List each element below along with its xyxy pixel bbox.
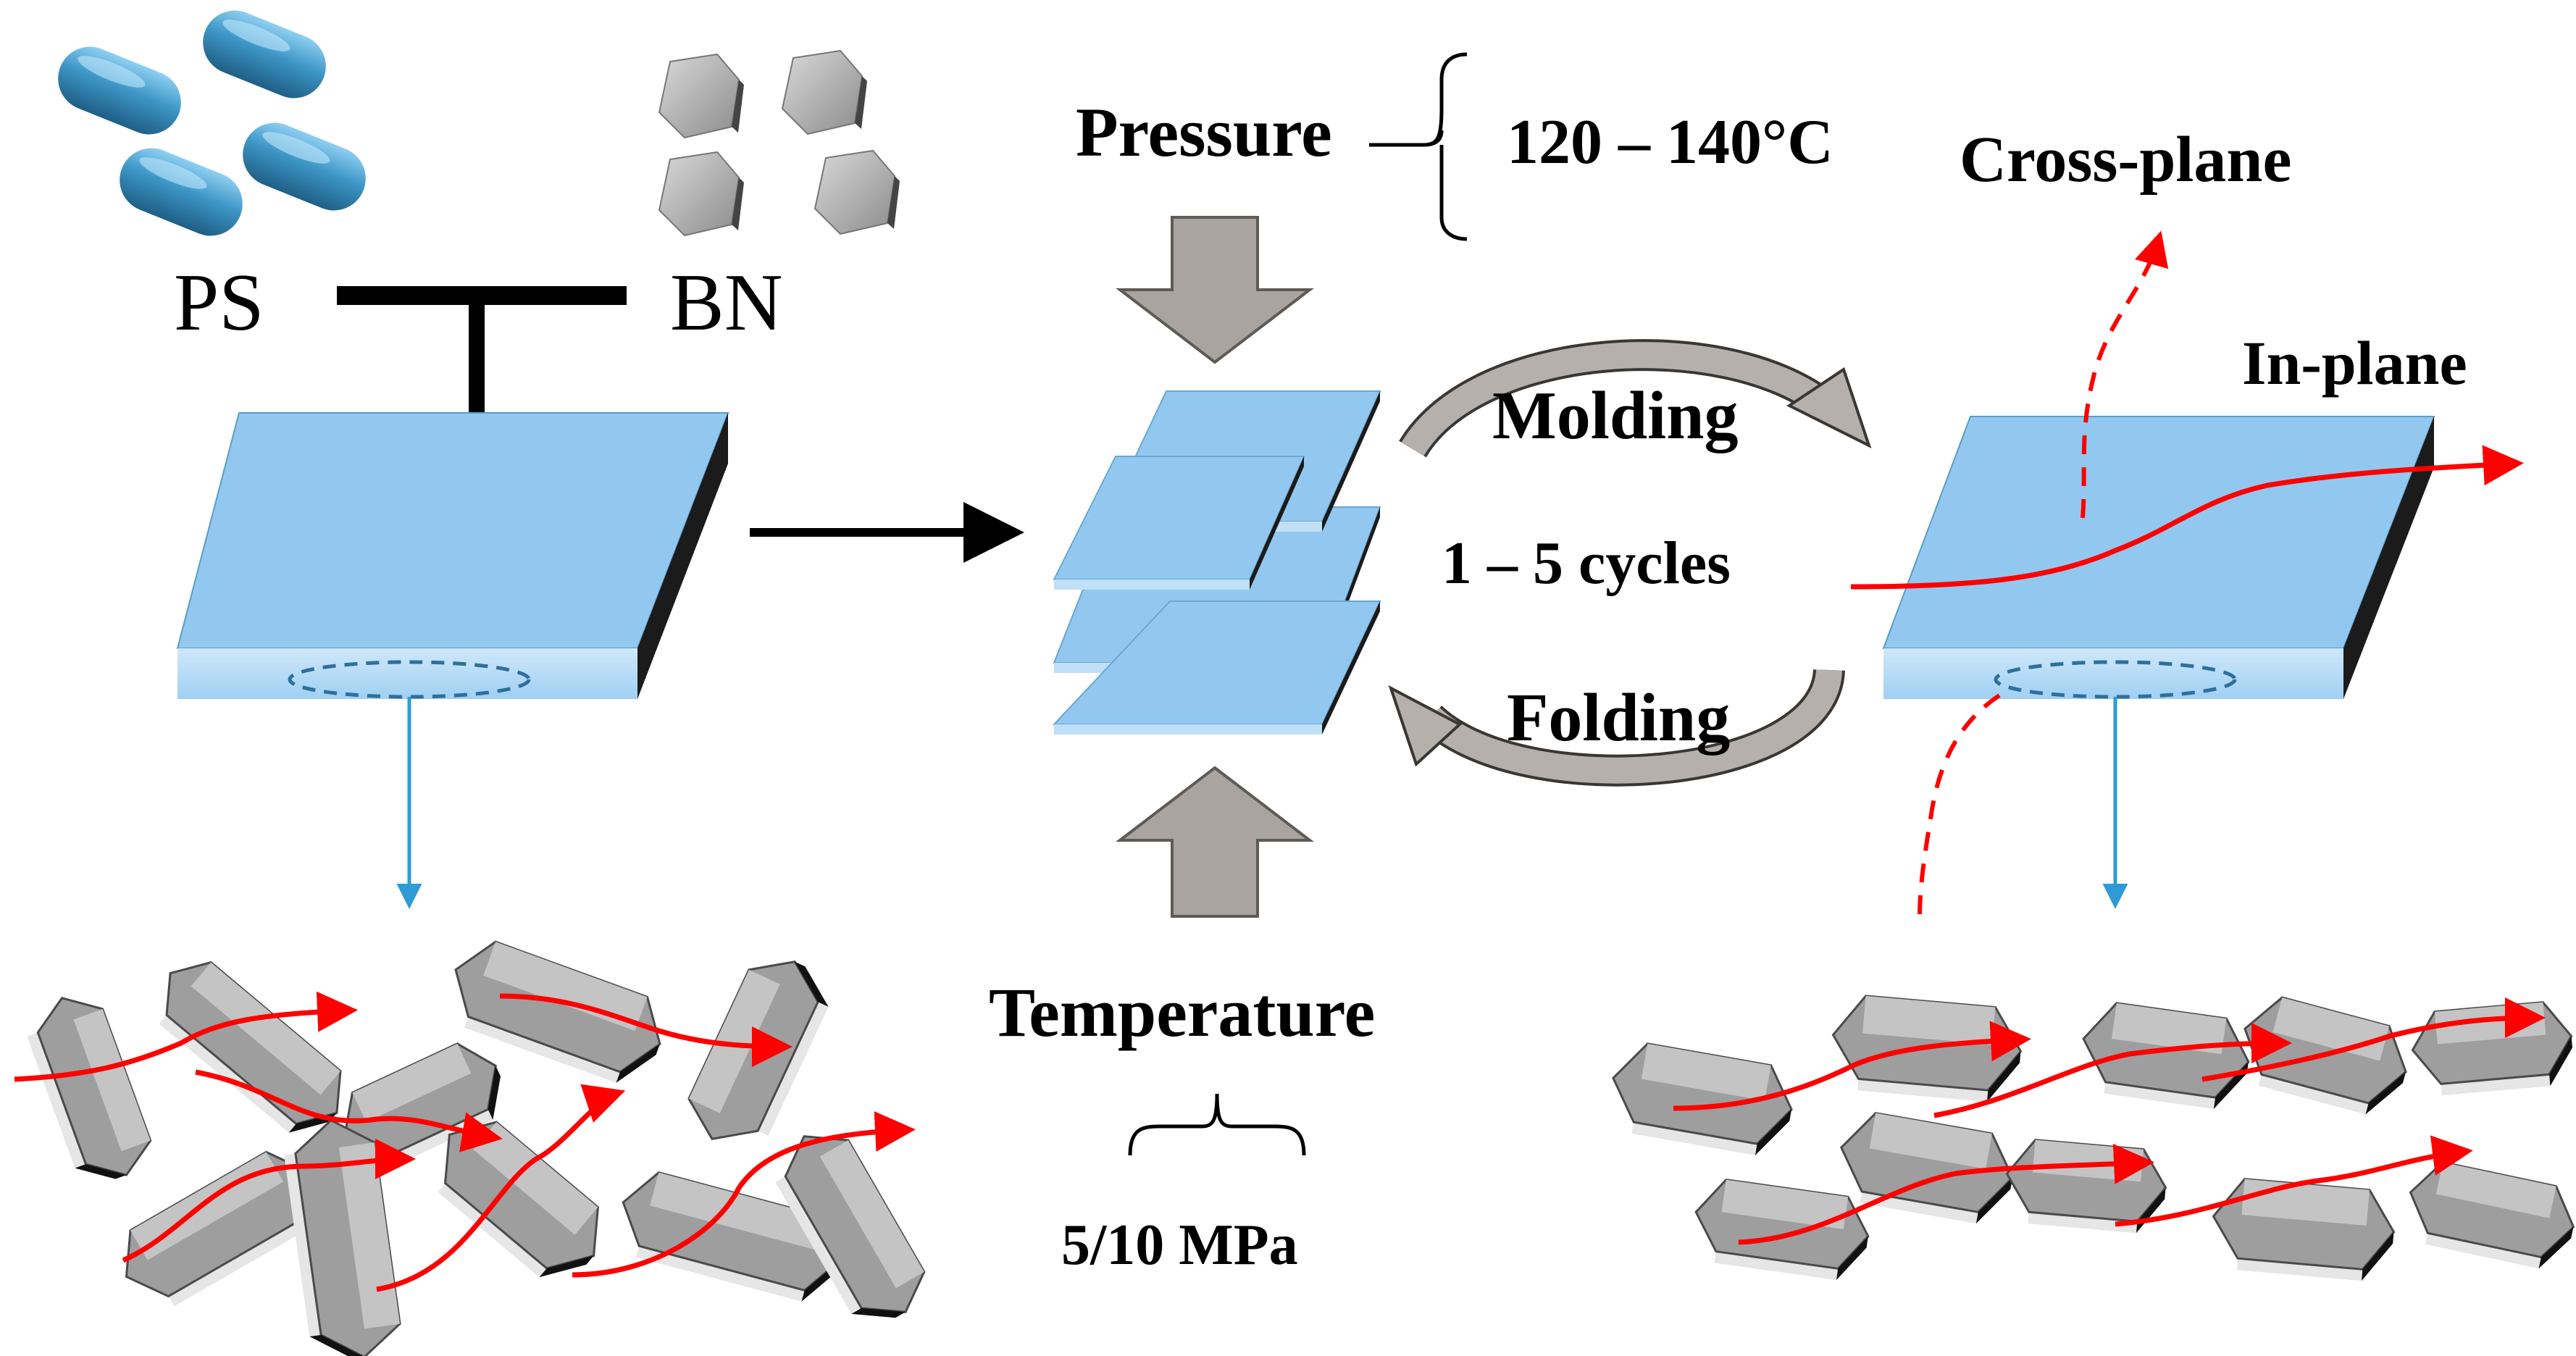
bn-flake-icon [658, 151, 744, 237]
bn-flake-icon [1831, 995, 2023, 1102]
ps-beads [58, 10, 366, 236]
bn-flake-icon [438, 1121, 600, 1278]
heat-flow-arrow [499, 993, 793, 1067]
folding-label: Folding [1507, 680, 1730, 756]
bn-flakes [658, 49, 900, 237]
bn-flake-icon [2409, 1160, 2575, 1269]
in-plane-flow-arrow [1850, 445, 2524, 590]
heat-flow-arrow [14, 991, 358, 1082]
brace-icon [1369, 52, 1468, 241]
bn-flake-icon [658, 53, 744, 139]
stacked-films [1052, 390, 1381, 734]
ps-label: PS [174, 258, 264, 348]
pressure-label: Pressure [1076, 93, 1332, 171]
cross-plane-flow-arrow [2081, 230, 2169, 519]
cross-plane-label: Cross-plane [1960, 124, 2291, 196]
composite-film-right [1882, 416, 2435, 909]
bn-flake-icon [781, 49, 867, 135]
heat-flow-arrow [572, 1111, 916, 1278]
bn-label: BN [670, 258, 783, 348]
temperature-label: Temperature [989, 974, 1375, 1051]
composite-film-left [176, 412, 729, 909]
bn-flake-icon [687, 960, 829, 1141]
cycles-label: 1 – 5 cycles [1442, 530, 1731, 597]
in-plane-label: In-plane [2242, 328, 2467, 398]
bn-flake-icon [1840, 1112, 2014, 1224]
random-bn-flakes [14, 940, 926, 1356]
ps-bead-icon [203, 10, 326, 99]
bn-flake-icon [1612, 1042, 1793, 1155]
bn-flake-icon [2411, 1001, 2573, 1096]
heat-flow-arrow [1738, 1143, 2154, 1245]
cross-plane-flow-lower [1918, 693, 2001, 917]
bn-flake-icon [1694, 1179, 1870, 1281]
bn-flake-icon [814, 149, 900, 235]
folding-arrow-icon [1388, 668, 1845, 787]
bn-flake-icon [775, 1135, 926, 1318]
bn-flake-icon [27, 997, 152, 1179]
aligned-bn-flakes [1612, 995, 2575, 1281]
heat-flow-arrow [195, 1069, 503, 1152]
bn-flake-icon [159, 960, 342, 1133]
temp-range-label: 120 – 140°C [1507, 107, 1833, 177]
pressure-value-label: 5/10 MPa [1061, 1213, 1298, 1277]
heat-flow-arrow [376, 1084, 626, 1292]
heat-flow-arrow [2115, 1135, 2473, 1227]
heat-flow-arrow [1673, 1021, 2031, 1111]
ps-bead-icon [58, 46, 181, 135]
heat-flow-arrow [1933, 1023, 2292, 1118]
heat-flow-arrow [122, 1139, 416, 1263]
bn-flake-icon [2082, 1002, 2250, 1109]
heat-flow-arrow [2201, 997, 2546, 1082]
bn-flake-icon [284, 1118, 401, 1356]
brace-icon [1128, 1093, 1306, 1156]
ps-bead-icon [120, 148, 243, 236]
press-down-arrow-icon [1116, 216, 1314, 364]
press-up-arrow-icon [1116, 766, 1314, 918]
molding-label: Molding [1492, 378, 1739, 453]
ps-bead-icon [243, 122, 366, 211]
bn-flake-icon [454, 940, 661, 1083]
molding-arrow-icon [1399, 339, 1872, 458]
bn-flake-icon [2212, 1178, 2396, 1281]
